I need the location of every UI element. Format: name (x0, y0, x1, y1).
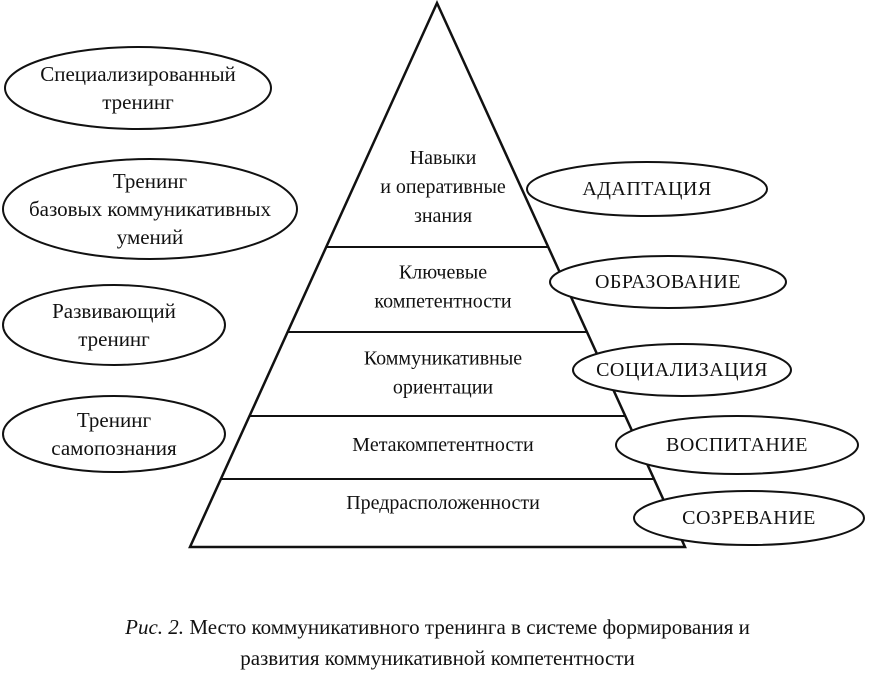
stage-2-line-1: ОБРАЗОВАНИЕ (595, 271, 741, 293)
pyramid-level-3-line-2: ориентации (393, 377, 494, 399)
training-2-line-3: умений (117, 225, 184, 249)
stage-ellipse-4 (615, 415, 859, 475)
stage-ellipse-1 (526, 161, 768, 217)
pyramid-level-2: Ключевые компетентности (374, 262, 511, 313)
pyramid-level-4-line-1: Метакомпетентности (352, 434, 534, 456)
pyramid-level-2-line-1: Ключевые (399, 262, 487, 284)
pyramid-level-2-line-2: компетентности (374, 291, 511, 313)
training-item-2: Тренинг базовых коммуникативных умений (2, 158, 298, 260)
caption-line-1: Рис. 2. Место коммуникативного тренинга … (0, 612, 875, 643)
stage-3-line-1: СОЦИАЛИЗАЦИЯ (596, 359, 768, 381)
training-ellipse-3 (2, 284, 226, 366)
pyramid-level-4: Метакомпетентности (352, 434, 534, 456)
training-1-line-2: тренинг (102, 90, 174, 114)
training-ellipse-4 (2, 395, 226, 473)
pyramid-level-5: Предрасположенности (346, 492, 540, 514)
pyramid-level-1-line-3: знания (414, 205, 472, 227)
stage-5-line-1: СОЗРЕВАНИЕ (682, 507, 816, 529)
training-item-4: Тренинг самопознания (2, 395, 226, 473)
stage-4-line-1: ВОСПИТАНИЕ (666, 434, 808, 456)
stage-item-2: ОБРАЗОВАНИЕ (549, 255, 787, 309)
training-4-line-2: самопознания (51, 436, 177, 460)
caption-line-2: развития коммуникативной компетентности (240, 646, 635, 670)
training-ellipse-2 (2, 158, 298, 260)
training-3-line-2: тренинг (78, 327, 150, 351)
training-item-3: Развивающий тренинг (2, 284, 226, 366)
pyramid-level-5-line-1: Предрасположенности (346, 492, 540, 514)
stage-ellipses-group: АДАПТАЦИЯ ОБРАЗОВАНИЕ СОЦИАЛИЗАЦИЯ ВОСПИТАН… (526, 161, 865, 546)
stage-ellipse-3 (572, 343, 792, 397)
stage-ellipse-5 (633, 490, 865, 546)
stage-1-line-1: АДАПТАЦИЯ (582, 178, 711, 200)
training-ellipses-group: СпециализированныйтренингТренингбазовых … (2, 46, 298, 473)
stage-item-5: СОЗРЕВАНИЕ (633, 490, 865, 546)
pyramid-diagram: СпециализированныйтренингТренингбазовых … (2, 0, 865, 549)
figure-caption: Рис. 2. Место коммуникативного тренинга … (0, 612, 875, 674)
caption-text-1: Место коммуникативного тренинга в систем… (189, 615, 750, 639)
pyramid-level-1-line-2: и оперативные (380, 176, 506, 198)
training-item-1: Специализированный тренинг (4, 46, 272, 130)
stage-item-1: АДАПТАЦИЯ (526, 161, 768, 217)
training-2-line-1: Тренинг (113, 169, 188, 193)
stage-item-4: ВОСПИТАНИЕ (615, 415, 859, 475)
training-4-line-1: Тренинг (77, 408, 152, 432)
pyramid-level-3: Коммуникативные ориентации (364, 348, 522, 399)
pyramid-level-1-line-1: Навыки (410, 147, 477, 169)
stage-ellipse-2 (549, 255, 787, 309)
training-ellipse-1 (4, 46, 272, 130)
stage-item-3: СОЦИАЛИЗАЦИЯ (572, 343, 792, 397)
pyramid-level-3-line-1: Коммуникативные (364, 348, 522, 370)
training-3-line-1: Развивающий (52, 299, 176, 323)
caption-label: Рис. 2. (125, 615, 185, 639)
pyramid-level-1: Навыки и оперативные знания (380, 147, 506, 227)
training-1-line-1: Специализированный (40, 62, 236, 86)
training-2-line-2: базовых коммуникативных (29, 197, 272, 221)
